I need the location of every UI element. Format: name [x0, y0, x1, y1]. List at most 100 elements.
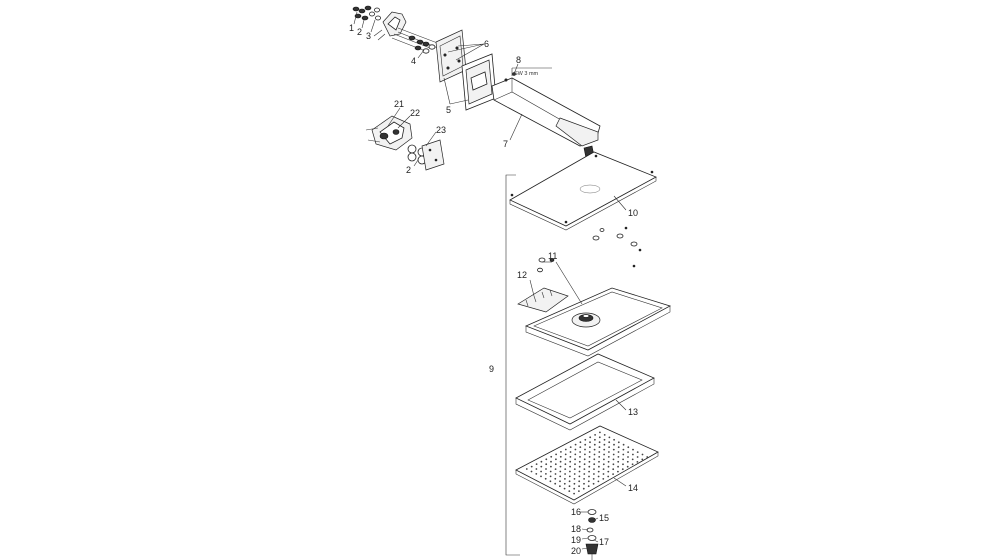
- nozzle-dot: [579, 456, 581, 458]
- spray-plate-14: [515, 425, 659, 505]
- alternative-bracket-21: [365, 115, 413, 151]
- nozzle-dot: [540, 465, 543, 468]
- hex-wrench-symbol: SW 3 mm: [511, 67, 552, 77]
- nozzle-dot: [578, 460, 581, 463]
- nozzle-dot: [583, 463, 586, 466]
- nozzle-dot: [612, 473, 614, 475]
- nozzle-dot: [622, 453, 625, 456]
- label-6: 6: [484, 39, 489, 49]
- label-10: 10: [628, 208, 638, 218]
- label-14: 14: [628, 483, 638, 493]
- label-1: 1: [349, 23, 354, 33]
- nozzle-dot: [603, 448, 606, 451]
- nozzle-dot: [550, 460, 552, 463]
- nozzle-dot: [622, 448, 625, 451]
- nozzle-dot: [593, 463, 596, 466]
- nozzle-dot: [574, 463, 576, 466]
- nozzle-dot: [641, 453, 644, 456]
- nozzle-dot: [621, 468, 624, 471]
- nozzle-dot: [636, 451, 639, 453]
- nozzle-dot: [554, 468, 557, 470]
- nozzle-dot: [617, 456, 620, 458]
- nozzle-dot: [603, 453, 605, 456]
- nozzle-dot: [598, 460, 600, 463]
- nozzle-dot: [535, 473, 538, 475]
- nozzle-dot: [568, 480, 571, 483]
- nozzle-dot: [549, 470, 552, 473]
- nozzle-dot: [602, 468, 605, 470]
- nozzle-dot: [603, 443, 606, 446]
- nozzle-dot: [607, 456, 610, 458]
- nozzle-dot: [627, 451, 629, 453]
- nozzle-dot: [646, 456, 649, 458]
- nozzle-dot: [593, 458, 596, 461]
- nozzle-dot: [607, 470, 610, 473]
- nozzle-dot: [597, 480, 600, 483]
- nozzle-dot: [592, 482, 595, 485]
- nozzle-dot: [578, 475, 581, 478]
- nozzle-dot: [589, 441, 591, 444]
- nozzle-dot: [617, 451, 620, 453]
- nozzle-dot: [569, 446, 572, 448]
- nozzle-dot: [579, 451, 581, 453]
- label-9: 9: [489, 364, 494, 374]
- spray-nozzles: [525, 431, 649, 495]
- nozzle-dot: [598, 446, 601, 448]
- nozzle-dot: [564, 458, 567, 461]
- nozzle-dot: [631, 463, 634, 466]
- nozzle-dot: [579, 441, 582, 444]
- nozzle-dot: [587, 485, 590, 488]
- nozzle-dot: [563, 487, 566, 490]
- nozzle-dot: [588, 475, 590, 478]
- nozzle-dot: [627, 456, 629, 458]
- nozzle-dot: [598, 456, 601, 458]
- nozzle-dot: [608, 451, 610, 453]
- nozzle-dot: [597, 470, 600, 473]
- nozzle-dot: [573, 487, 576, 490]
- nozzle-dot: [574, 443, 577, 446]
- fasteners-10: [592, 226, 642, 268]
- nozzle-dot: [564, 463, 567, 466]
- nozzle-dot: [559, 460, 562, 463]
- nozzle-dot: [555, 453, 557, 456]
- nozzle-dot: [569, 451, 572, 453]
- label-2: 2: [357, 27, 362, 37]
- nozzle-dot: [578, 485, 580, 488]
- nozzle-dot: [636, 461, 639, 463]
- label-21: 21: [394, 99, 404, 109]
- nozzle-dot: [559, 465, 562, 468]
- nozzle-dot: [530, 465, 533, 468]
- nozzle-dot: [602, 478, 605, 480]
- nozzle-dot: [584, 438, 587, 441]
- nozzle-dot: [578, 490, 580, 492]
- nozzle-dot: [603, 458, 605, 461]
- nozzle-dot: [617, 441, 620, 444]
- nozzle-dot: [560, 451, 562, 453]
- nozzle-dot: [573, 468, 576, 470]
- nozzle-dot: [593, 448, 596, 451]
- label-4: 4: [411, 56, 416, 66]
- label-12: 12: [517, 270, 527, 280]
- nozzle-dot: [535, 463, 538, 465]
- nozzle-dot: [583, 468, 586, 470]
- nozzle-dot: [622, 463, 624, 466]
- nozzle-dot: [545, 473, 547, 475]
- frame-13: [515, 353, 655, 431]
- nozzle-dot: [598, 441, 601, 444]
- nozzle-dot: [588, 470, 590, 473]
- nozzle-dot: [598, 451, 601, 453]
- nozzle-dot: [607, 460, 610, 463]
- nozzle-dot: [569, 460, 572, 463]
- nozzle-dot: [583, 458, 586, 461]
- nozzle-dot: [641, 458, 644, 461]
- nozzle-dot: [559, 455, 562, 458]
- top-cover-plate-10: [509, 151, 657, 231]
- clip-nuts-11: [537, 257, 555, 273]
- nozzle-dot: [569, 456, 572, 458]
- nozzle-dot: [617, 465, 619, 468]
- nozzle-dot: [554, 482, 557, 485]
- alternative-plate-23: [421, 139, 445, 171]
- threaded-rods: [391, 27, 441, 54]
- nozzle-dot: [588, 465, 591, 468]
- nozzle-dot: [574, 458, 576, 461]
